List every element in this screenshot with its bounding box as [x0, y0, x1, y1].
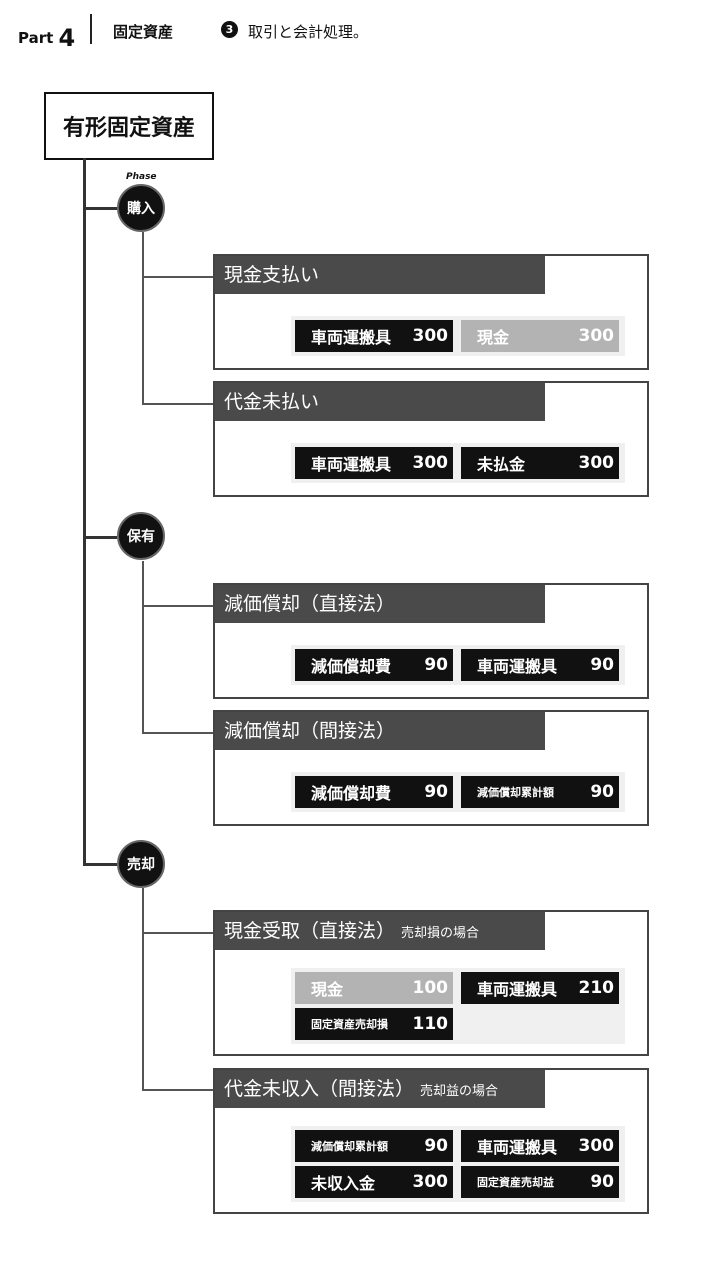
phase-node-purchase: 購入: [117, 184, 165, 232]
part-label: Part 4: [18, 21, 76, 52]
branch-line-hold: [83, 536, 117, 539]
phase-node-hold: 保有: [117, 512, 165, 560]
chapter-title: 固定資産: [113, 23, 174, 41]
sub-trunk-sale: [142, 888, 144, 1091]
phase-node-sale: 売却: [117, 840, 165, 888]
card-connector: [142, 605, 214, 607]
header-divider: [90, 14, 92, 44]
main-trunk-line: [83, 158, 86, 866]
section-number-badge: 3: [221, 21, 238, 38]
branch-line-sale: [83, 863, 117, 866]
card-connector: [142, 932, 214, 934]
phase-tag: Phase: [126, 172, 157, 182]
card-title: 現金支払い: [215, 256, 545, 294]
card-connector: [142, 403, 214, 405]
part-number: 4: [58, 24, 76, 52]
card-title: 現金受取（直接法）売却損の場合: [215, 912, 545, 950]
branch-line-purchase: [83, 207, 117, 210]
root-node: 有形固定資産: [44, 92, 214, 160]
card-connector: [142, 1089, 214, 1091]
card-connector: [142, 276, 214, 278]
card-title: 代金未収入（間接法）売却益の場合: [215, 1070, 545, 1108]
card-title: 代金未払い: [215, 383, 545, 421]
section-title: 取引と会計処理。: [248, 23, 369, 41]
card-title: 減価償却（直接法）: [215, 585, 545, 623]
card-title: 減価償却（間接法）: [215, 712, 545, 750]
part-text: Part: [18, 29, 54, 47]
card-connector: [142, 732, 214, 734]
sub-trunk-hold: [142, 561, 144, 734]
sub-trunk-purchase: [142, 232, 144, 405]
